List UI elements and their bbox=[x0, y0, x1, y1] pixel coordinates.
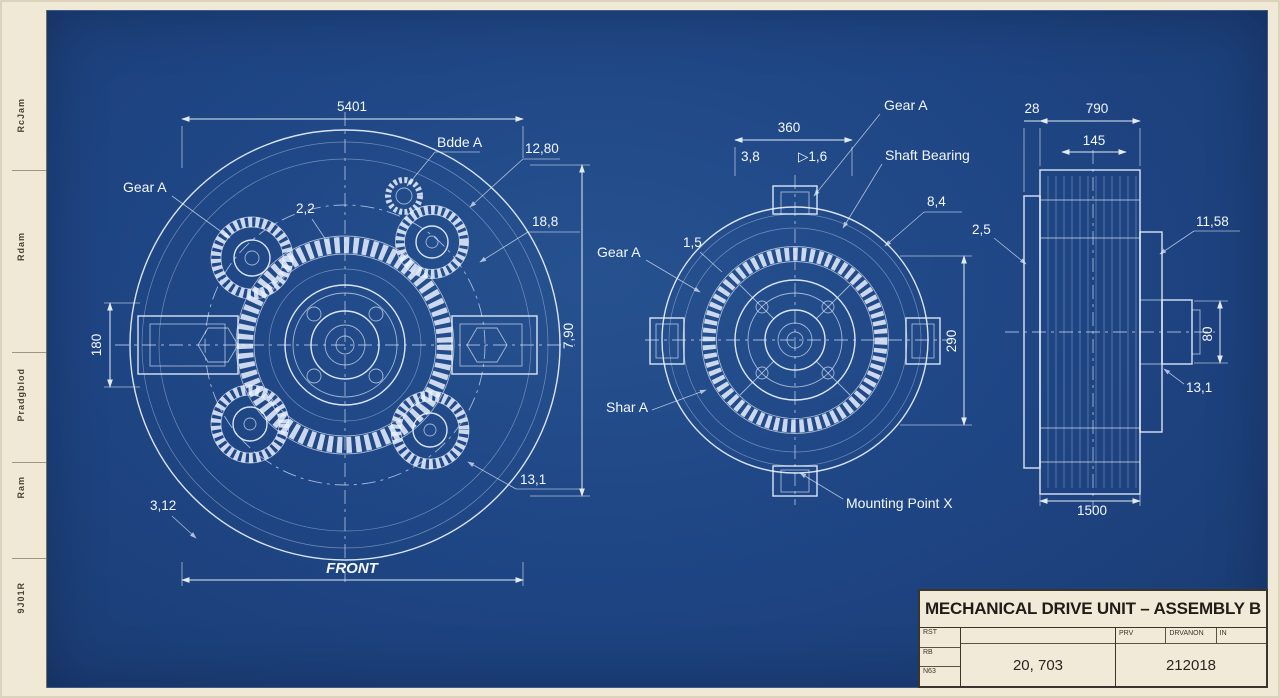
label-gear-a-front: Gear A bbox=[123, 179, 167, 195]
dim-13-1-front: 13,1 bbox=[520, 472, 546, 487]
mid-gear-ring bbox=[701, 246, 889, 434]
margin-divider bbox=[12, 558, 46, 559]
dim-3-12: 3,12 bbox=[150, 498, 176, 513]
dim-12-80: 12,80 bbox=[525, 141, 559, 156]
drawing-title: MECHANICAL DRIVE UNIT – ASSEMBLY B bbox=[920, 591, 1266, 628]
housing-outer bbox=[129, 129, 561, 561]
front-view: 5401 Bdde A 12,80 Gear A 2,2 18,8 180 7,… bbox=[89, 99, 590, 586]
dim-8-4: 8,4 bbox=[927, 194, 946, 209]
gear-satellite-bottom-left bbox=[210, 384, 290, 464]
dim-1-6: ▷1,6 bbox=[798, 149, 827, 164]
dim-28: 28 bbox=[1024, 101, 1039, 116]
gear-satellite-top-right bbox=[395, 205, 469, 279]
title-block-codes: RST RB N63 bbox=[920, 628, 961, 686]
mount-left bbox=[137, 315, 239, 375]
dim-7-90: 7,90 bbox=[561, 323, 576, 349]
label-bdde-a: Bdde A bbox=[437, 134, 483, 150]
dim-360: 360 bbox=[778, 120, 801, 135]
gear-satellite-top-left bbox=[210, 216, 294, 300]
dim-2-5: 2,5 bbox=[972, 222, 991, 237]
title-block-number-left: 20, 703 bbox=[1012, 656, 1064, 674]
dim-80: 80 bbox=[1200, 326, 1215, 341]
mid-tab-left bbox=[649, 317, 685, 365]
label-gear-a-mid-top: Gear A bbox=[884, 97, 928, 113]
dim-13-1-side: 13,1 bbox=[1186, 380, 1212, 395]
label-mounting-point-x: Mounting Point X bbox=[846, 495, 953, 511]
margin-divider bbox=[12, 462, 46, 463]
title-block-header-cell: IN bbox=[1219, 630, 1227, 637]
title-block: MECHANICAL DRIVE UNIT – ASSEMBLY B RST R… bbox=[918, 589, 1268, 688]
dim-11-58: 11,58 bbox=[1196, 214, 1229, 229]
gear-satellite-bottom-right bbox=[390, 390, 470, 470]
gear-small-top bbox=[385, 177, 423, 215]
mid-view: 360 3,8 ▷1,6 Gear A Shaft Bearing 8,4 1,… bbox=[597, 97, 972, 511]
title-block-cell: N63 bbox=[923, 668, 936, 676]
title-block-cell: RB bbox=[920, 648, 960, 668]
mount-right bbox=[451, 315, 538, 375]
side-gear-hatch bbox=[1040, 176, 1162, 488]
dim-1500: 1500 bbox=[1077, 503, 1107, 518]
dim-front-width: 5401 bbox=[337, 99, 367, 114]
title-block-number-right: 212018 bbox=[1165, 656, 1217, 674]
dim-790-side: 790 bbox=[1086, 101, 1109, 116]
mid-tab-top bbox=[772, 185, 818, 215]
mid-housing bbox=[661, 206, 929, 474]
dim-1-5: 1,5 bbox=[683, 235, 702, 250]
label-shaft-bearing: Shaft Bearing bbox=[885, 147, 970, 163]
mid-tab-bottom bbox=[772, 465, 818, 497]
dim-2-2: 2,2 bbox=[296, 201, 315, 216]
mid-tab-right bbox=[905, 317, 941, 365]
title-block-header-empty bbox=[961, 628, 1115, 644]
side-flange-left bbox=[1023, 195, 1041, 469]
title-block-cell: RST bbox=[920, 628, 960, 648]
side-view: 28 790 145 2,5 11,58 80 13,1 1500 bbox=[972, 101, 1240, 518]
gear-central bbox=[235, 235, 455, 455]
dim-18-8: 18,8 bbox=[532, 214, 558, 229]
dim-145: 145 bbox=[1083, 133, 1106, 148]
label-shar-a: Shar A bbox=[606, 399, 649, 415]
dim-290: 290 bbox=[944, 330, 959, 353]
caption-front: FRONT bbox=[326, 560, 379, 577]
dim-3-8: 3,8 bbox=[741, 149, 760, 164]
label-gear-a-mid-left: Gear A bbox=[597, 244, 641, 260]
margin-divider bbox=[12, 170, 46, 171]
title-block-header-cell: PRV bbox=[1116, 628, 1167, 643]
left-margin-strip: RcJam Rdam Pradgblod Ram 9J01R bbox=[12, 10, 47, 688]
dim-180: 180 bbox=[89, 334, 104, 357]
margin-divider bbox=[12, 352, 46, 353]
title-block-header-cell: DRVANON bbox=[1166, 628, 1217, 643]
